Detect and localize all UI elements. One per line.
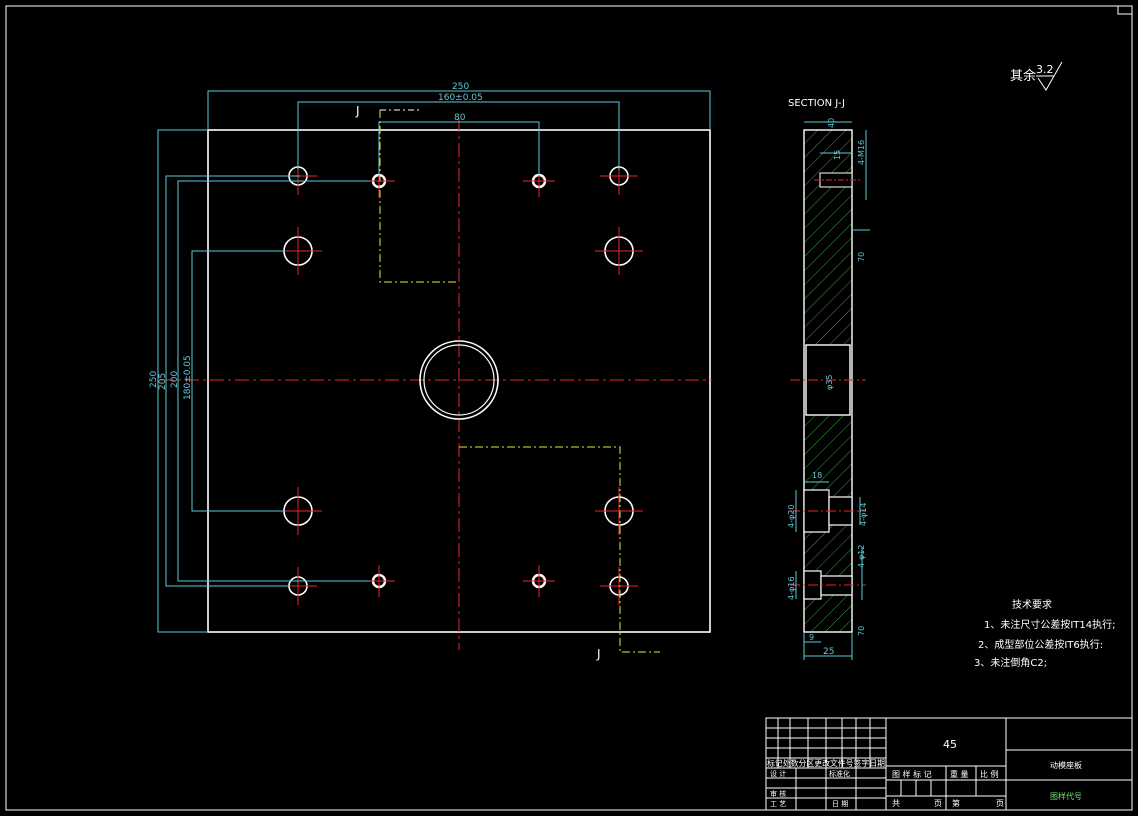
dim-upper-len: 70 [857,252,866,262]
tb-process: 工 艺 [770,800,786,808]
roughness-prefix: 其余 [1010,68,1036,84]
section-outline [803,129,853,633]
tb-drawing-no: 图样代号 [1050,791,1082,801]
dim-top: 40 [827,118,836,128]
dim-thread: 4-M16 [857,140,866,165]
tb-material: 45 [943,738,957,751]
dim-text-left-205: 205 [158,373,168,390]
tech-requirements: 技术要求 1、未注尺寸公差按IT14执行; 2、成型部位公差按IT6执行: 3、… [974,598,1116,669]
section-mark-bottom: J [596,647,601,661]
tech-title: 技术要求 [1012,598,1052,611]
outer-frame [5,5,1133,811]
tb-sheet: 第 [952,798,960,808]
dim-text-160: 160±0.05 [438,93,483,103]
tb-standardize: 标准化 [829,769,850,778]
section-mark-top: J [355,104,360,118]
tech-item-3: 3、未注倒角C2; [974,656,1047,669]
dim-line-left-250 [157,129,208,633]
dim-small-hole: 4-φ12 [857,545,866,568]
frame-corner-mark [1117,5,1133,15]
dim-thread-depth: 15 [833,150,842,160]
roughness-value: 3.2 [1036,63,1054,76]
section-path-upper [379,110,459,283]
dim-text-80: 80 [454,113,466,123]
dim-text-250: 250 [452,82,469,92]
title-block [765,717,1133,811]
tech-item-2: 2、成型部位公差按IT6执行: [978,638,1103,651]
dim-text-left-180: 180±0.05 [183,355,193,400]
dim-hole-dia: 4-φ14 [859,503,868,526]
dim-thickness: 25 [823,647,834,657]
central-bore-outer [419,340,499,420]
dim-bore: φ35 [825,375,834,390]
tb-page: 页 [996,799,1004,808]
left-dimensions: 250 205 200 180±0.05 [149,129,370,633]
tb-date: 日 期 [832,800,848,808]
tech-item-1: 1、未注尺寸公差按IT14执行; [984,618,1116,631]
roughness-symbol: 其余 3.2 [1010,61,1063,91]
section-title: SECTION J-J [788,98,845,109]
dim-small-cbore: 4-φ16 [787,577,796,600]
tb-sheets: 页 [934,799,942,808]
title-block-text: 45 动模座板 图样代号 标记处数分区更改文件号签字日期 设 计 标准化 审 核… [767,738,1082,808]
section-path-lower [459,446,660,653]
dim-line-160 [297,101,620,170]
dim-cbore-depth: 18 [812,471,822,480]
section-view: SECTION J-J 40 4-M16 15 70 φ35 18 4-φ2 [787,98,870,660]
dim-line-left-200 [177,180,370,582]
section-dimensions: 40 4-M16 15 70 φ35 18 4-φ20 4-φ14 4-φ12 … [787,118,870,660]
roughness-tick-icon [1037,61,1063,91]
tb-design: 设 计 [770,769,786,778]
hatch-upper [804,130,852,345]
dim-line-left-205 [165,175,300,587]
dim-line-left-180 [191,250,285,512]
tb-weight: 重 量 [950,769,969,779]
dim-text-left-200: 200 [170,371,180,388]
top-dimensions: 250 160±0.05 80 [207,82,711,175]
dim-line-80 [378,121,540,175]
plan-view: J J 250 160±0.05 80 250 205 200 180±0.05 [149,82,712,661]
tb-total: 共 [892,799,900,808]
tb-review: 审 核 [770,789,786,798]
tb-revision-row: 标记处数分区更改文件号签字日期 [767,758,885,768]
dim-small-depth: 9 [809,633,814,642]
title-block-frame [765,717,1133,811]
central-bore-inner [423,344,495,416]
dim-text-left-250: 250 [149,371,159,388]
tb-scale: 比 例 [980,769,999,779]
dim-cbore-dia: 4-φ20 [787,505,796,528]
tb-stage-mark: 图 样 标 记 [892,769,932,779]
tb-part-name: 动模座板 [1050,760,1082,770]
dim-line-250 [207,90,711,130]
dim-lower-len: 70 [857,626,866,636]
